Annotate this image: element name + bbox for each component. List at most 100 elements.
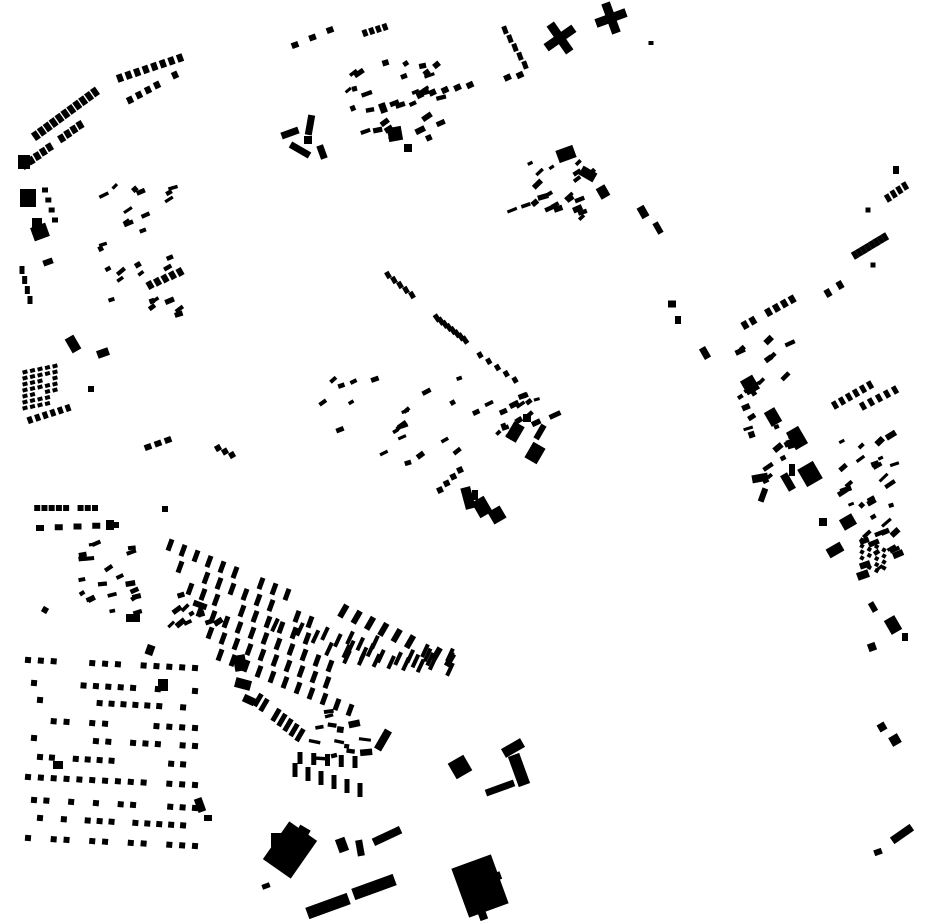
building (873, 561, 880, 568)
building (214, 577, 224, 590)
building (40, 605, 50, 615)
building (191, 549, 201, 563)
building (508, 399, 520, 410)
building (548, 410, 562, 420)
building (191, 742, 199, 750)
building (153, 439, 163, 448)
building (884, 479, 896, 490)
building (27, 296, 33, 304)
building (86, 594, 97, 603)
building (889, 527, 901, 538)
building (282, 588, 292, 601)
building (282, 717, 294, 733)
building (54, 524, 63, 531)
building (134, 90, 144, 100)
building (104, 265, 112, 273)
building (163, 435, 173, 445)
building (855, 247, 864, 258)
building (381, 22, 389, 32)
building (530, 198, 540, 208)
building (127, 778, 135, 786)
building (500, 422, 507, 429)
building (171, 604, 183, 615)
building (60, 108, 71, 120)
building (167, 821, 175, 829)
building (294, 727, 306, 743)
building (392, 427, 400, 435)
building (342, 649, 352, 665)
building (215, 648, 225, 662)
building (76, 776, 83, 783)
building (96, 756, 103, 764)
building (397, 434, 407, 441)
building (292, 763, 298, 777)
building (178, 842, 186, 849)
building (165, 254, 174, 262)
building (260, 632, 270, 645)
building (167, 56, 176, 66)
building (267, 670, 277, 684)
building (155, 820, 163, 828)
building (881, 547, 887, 553)
building (140, 779, 147, 786)
building (111, 522, 119, 528)
building (174, 304, 185, 314)
building (44, 400, 51, 407)
building (857, 442, 865, 450)
building (521, 60, 529, 70)
building (401, 656, 411, 672)
building (866, 641, 878, 653)
building (132, 701, 139, 709)
building (555, 144, 577, 164)
building (766, 472, 774, 480)
building (516, 51, 524, 61)
building (844, 392, 854, 402)
building (97, 245, 105, 253)
building (503, 73, 512, 82)
building (88, 776, 96, 784)
building (324, 713, 334, 719)
building (372, 126, 383, 134)
building (872, 461, 883, 470)
building (44, 142, 55, 153)
building (137, 269, 145, 277)
building (36, 525, 44, 531)
building (780, 371, 791, 382)
building (851, 388, 861, 398)
building (84, 505, 91, 511)
building (331, 775, 337, 789)
building (191, 781, 199, 789)
building (652, 221, 664, 235)
building (500, 738, 526, 758)
building (220, 447, 230, 456)
building (55, 505, 62, 511)
building (289, 626, 299, 640)
building (881, 517, 892, 528)
building (145, 280, 155, 290)
building (88, 386, 94, 392)
building (394, 101, 406, 109)
building (322, 676, 332, 689)
building (22, 375, 28, 381)
building (572, 204, 584, 214)
building (374, 24, 382, 34)
building (515, 70, 525, 80)
building (308, 33, 317, 42)
building (37, 396, 43, 402)
building (158, 679, 168, 691)
building (739, 374, 761, 396)
building (29, 403, 36, 410)
building (305, 767, 311, 781)
building (365, 107, 375, 113)
building (180, 603, 190, 613)
building (116, 275, 125, 283)
building (881, 553, 887, 559)
building (67, 798, 75, 806)
building (741, 402, 751, 412)
building (269, 582, 279, 596)
building (115, 573, 125, 580)
building (247, 626, 257, 640)
building (96, 699, 103, 707)
building (785, 425, 809, 451)
building (859, 245, 868, 255)
